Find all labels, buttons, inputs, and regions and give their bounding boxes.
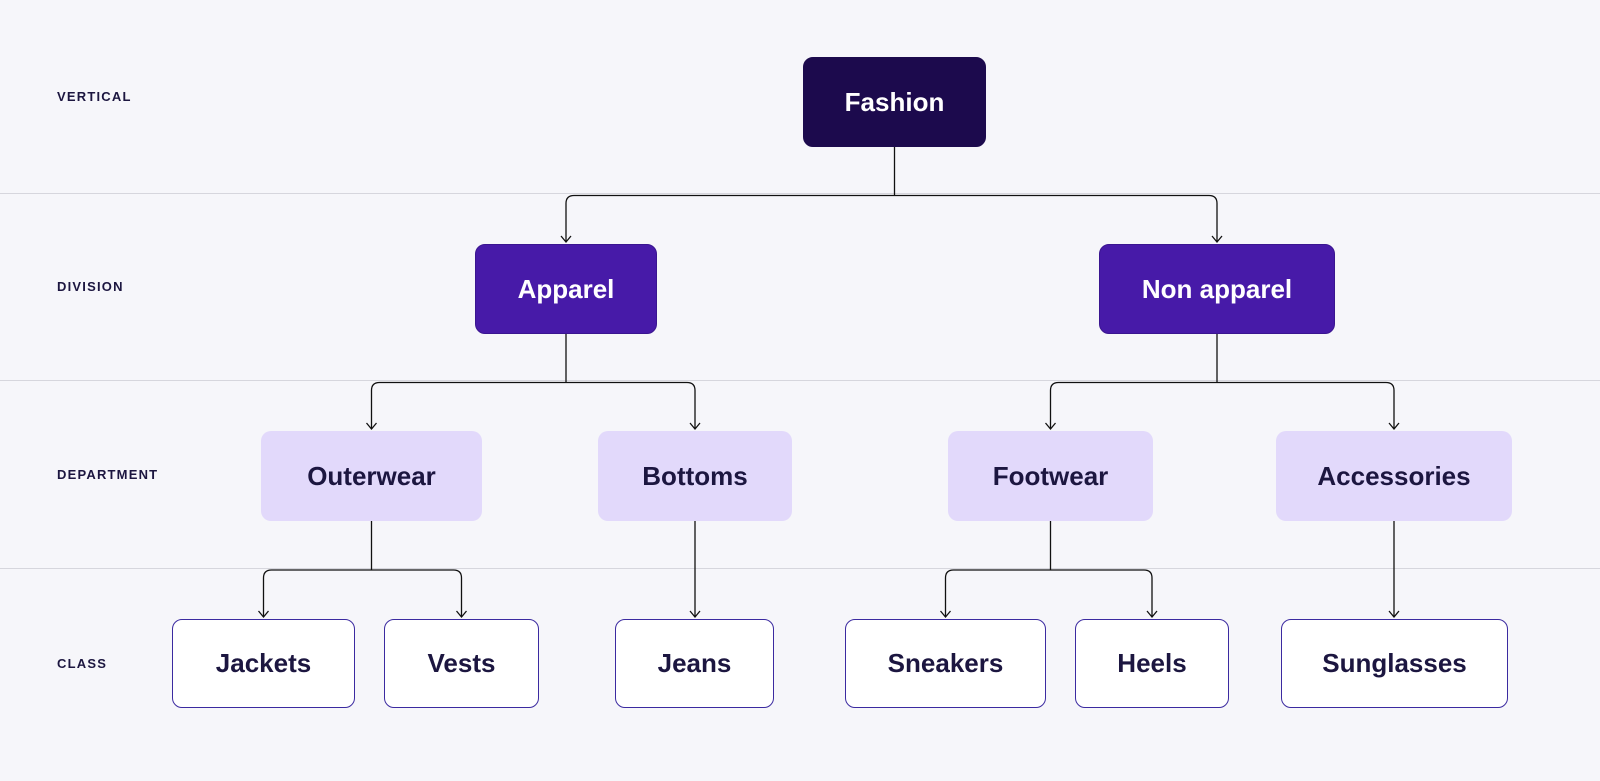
node-footwear[interactable]: Footwear [948,431,1153,521]
connector-non_apparel-footwear [1045,381,1217,431]
connector-footwear-sneakers [940,569,1051,619]
level-label-division: DIVISION [57,279,124,294]
band-separator-division-department [0,380,1600,381]
band-separator-vertical-division [0,193,1600,194]
level-label-vertical: VERTICAL [57,89,132,104]
connector-non_apparel-accessories [1217,381,1400,431]
level-label-class: CLASS [57,656,108,671]
node-non-apparel[interactable]: Non apparel [1099,244,1335,334]
connector-fashion-apparel [560,194,895,244]
node-apparel[interactable]: Apparel [475,244,657,334]
connector-apparel-outerwear [366,381,566,431]
connector-apparel-bottoms [566,381,701,431]
node-sneakers[interactable]: Sneakers [845,619,1046,708]
connector-footwear-heels [1050,569,1158,619]
node-accessories[interactable]: Accessories [1276,431,1512,521]
node-outerwear[interactable]: Outerwear [261,431,482,521]
node-sunglasses[interactable]: Sunglasses [1281,619,1508,708]
connector-fashion-non_apparel [894,194,1223,244]
band-separator-department-class [0,568,1600,569]
node-heels[interactable]: Heels [1075,619,1229,708]
connector-outerwear-vests [371,569,467,619]
node-jackets[interactable]: Jackets [172,619,355,708]
level-label-department: DEPARTMENT [57,467,159,482]
connector-outerwear-jackets [258,569,372,619]
node-bottoms[interactable]: Bottoms [598,431,792,521]
node-fashion[interactable]: Fashion [803,57,986,147]
node-jeans[interactable]: Jeans [615,619,774,708]
node-vests[interactable]: Vests [384,619,539,708]
